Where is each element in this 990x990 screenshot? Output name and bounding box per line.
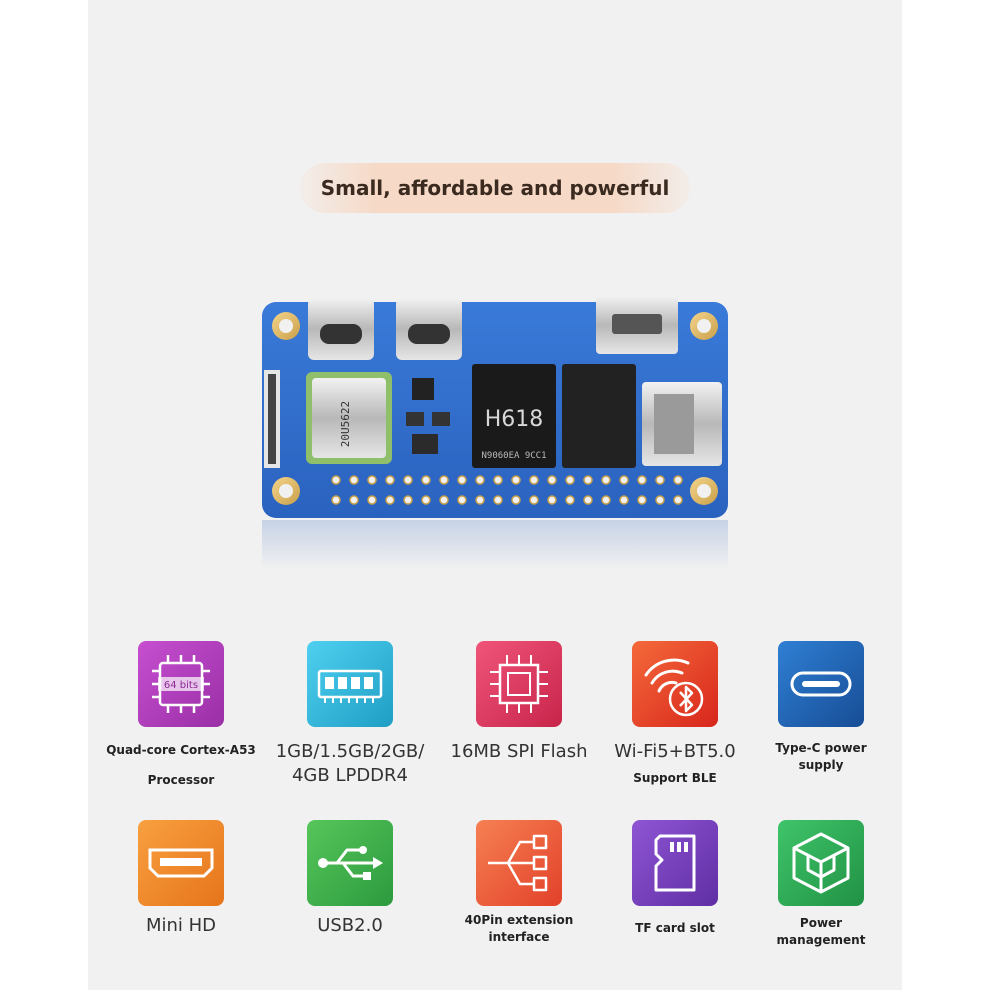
- module-label: 20U5622: [339, 401, 352, 447]
- caption-line2: interface: [488, 930, 550, 944]
- headline-pill: [300, 163, 690, 213]
- caption-line2: Processor: [147, 773, 215, 787]
- feature-caption: 1GB/1.5GB/2GB/ 4GB LPDDR4: [262, 740, 438, 788]
- ram-module-icon: [307, 641, 393, 727]
- feature-caption: Mini HD: [100, 914, 262, 938]
- board-illustration: 20U5622 H618 N9060EA 9CC1: [262, 296, 728, 518]
- caption-line1: USB2.0: [317, 915, 383, 936]
- feature-caption: TF card slot: [598, 920, 752, 937]
- feature-caption: USB2.0: [270, 914, 430, 938]
- caption-line1: TF card slot: [635, 921, 715, 935]
- caption-line1: Quad-core Cortex-A53: [106, 743, 256, 757]
- gpio-header: [331, 475, 683, 505]
- caption-line1: Mini HD: [145, 915, 217, 936]
- feature-caption: Wi-Fi5+BT5.0: [598, 740, 752, 764]
- extension-pins-icon: [476, 820, 562, 906]
- caption-line2: 4GB LPDDR4: [291, 765, 409, 786]
- feature-caption: Processor: [100, 772, 262, 789]
- usb-symbol-icon: [307, 820, 393, 906]
- board-reflection: [262, 520, 728, 570]
- soc-sub: N9060EA 9CC1: [481, 451, 546, 461]
- hdmi-port-icon: [138, 820, 224, 906]
- feature-caption: 16MB SPI Flash: [439, 740, 599, 764]
- feature-caption: Quad-core Cortex-A53: [100, 742, 262, 759]
- soc-label: H618: [485, 407, 544, 432]
- board-image: 20U5622 H618 N9060EA 9CC1: [262, 294, 728, 520]
- caption-line1: Type-C power: [775, 741, 867, 755]
- cpu-chip-icon: 64 bits: [138, 641, 224, 727]
- feature-caption: Support BLE: [598, 770, 752, 787]
- flash-chip-icon: [476, 641, 562, 727]
- cube-icon: [778, 820, 864, 906]
- feature-caption: Power management: [752, 915, 890, 949]
- icon-text: 64 bits: [164, 680, 198, 691]
- usb-c-port-icon: [778, 641, 864, 727]
- headline: Small, affordable and powerful: [320, 176, 670, 200]
- caption-line1: Power: [799, 916, 843, 930]
- caption-line2: management: [776, 933, 866, 947]
- caption-line1: Wi-Fi5+BT5.0: [614, 741, 736, 762]
- caption-line1: 40Pin extension: [464, 913, 574, 927]
- sd-card-icon: [632, 820, 718, 906]
- ram-chip: [562, 364, 636, 468]
- feature-caption: 40Pin extension interface: [439, 912, 599, 946]
- wifi-bluetooth-icon: [632, 641, 718, 727]
- caption-line2: supply: [798, 758, 844, 772]
- caption-line1: 16MB SPI Flash: [450, 741, 588, 762]
- feature-caption: Type-C power supply: [752, 740, 890, 774]
- caption-line2: Support BLE: [633, 771, 717, 785]
- soc-chip: [472, 364, 556, 468]
- caption-line1: 1GB/1.5GB/2GB/: [275, 741, 425, 762]
